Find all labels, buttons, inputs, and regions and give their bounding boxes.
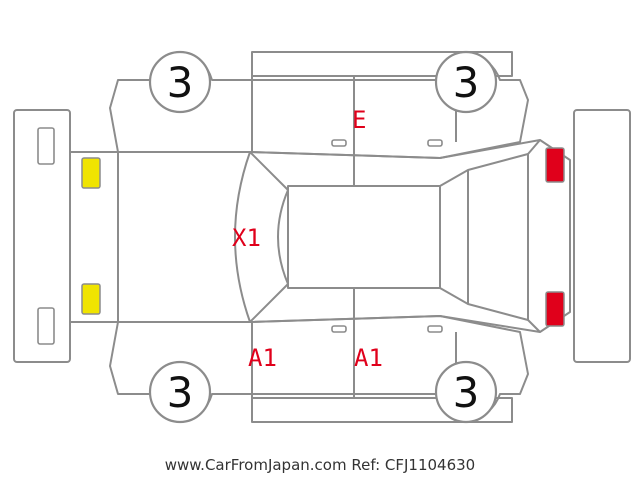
- wheel-rear-left-label: 3: [453, 368, 480, 417]
- wheel-rear-right: 3: [434, 50, 498, 114]
- watermark-text: www.CarFromJapan.com Ref: CFJ1104630: [165, 456, 475, 474]
- rear-bumper: [573, 109, 631, 363]
- damage-code-right-door: E: [352, 106, 366, 134]
- front-light-bottom: [81, 283, 101, 315]
- rear-light-top: [545, 147, 565, 183]
- wheel-rear-left: 3: [434, 360, 498, 424]
- wheel-front-left: 3: [148, 360, 212, 424]
- car-body-top-view: [69, 139, 571, 333]
- front-light-top: [81, 157, 101, 189]
- wheel-front-right: 3: [148, 50, 212, 114]
- damage-code-roof: X1: [232, 224, 261, 252]
- wheel-rear-right-label: 3: [453, 58, 480, 107]
- wheel-front-left-label: 3: [167, 368, 194, 417]
- damage-code-front-door: A1: [248, 344, 277, 372]
- front-bumper: [13, 109, 71, 363]
- damage-code-rear-door: A1: [354, 344, 383, 372]
- rear-light-bottom: [545, 291, 565, 327]
- wheel-front-right-label: 3: [167, 58, 194, 107]
